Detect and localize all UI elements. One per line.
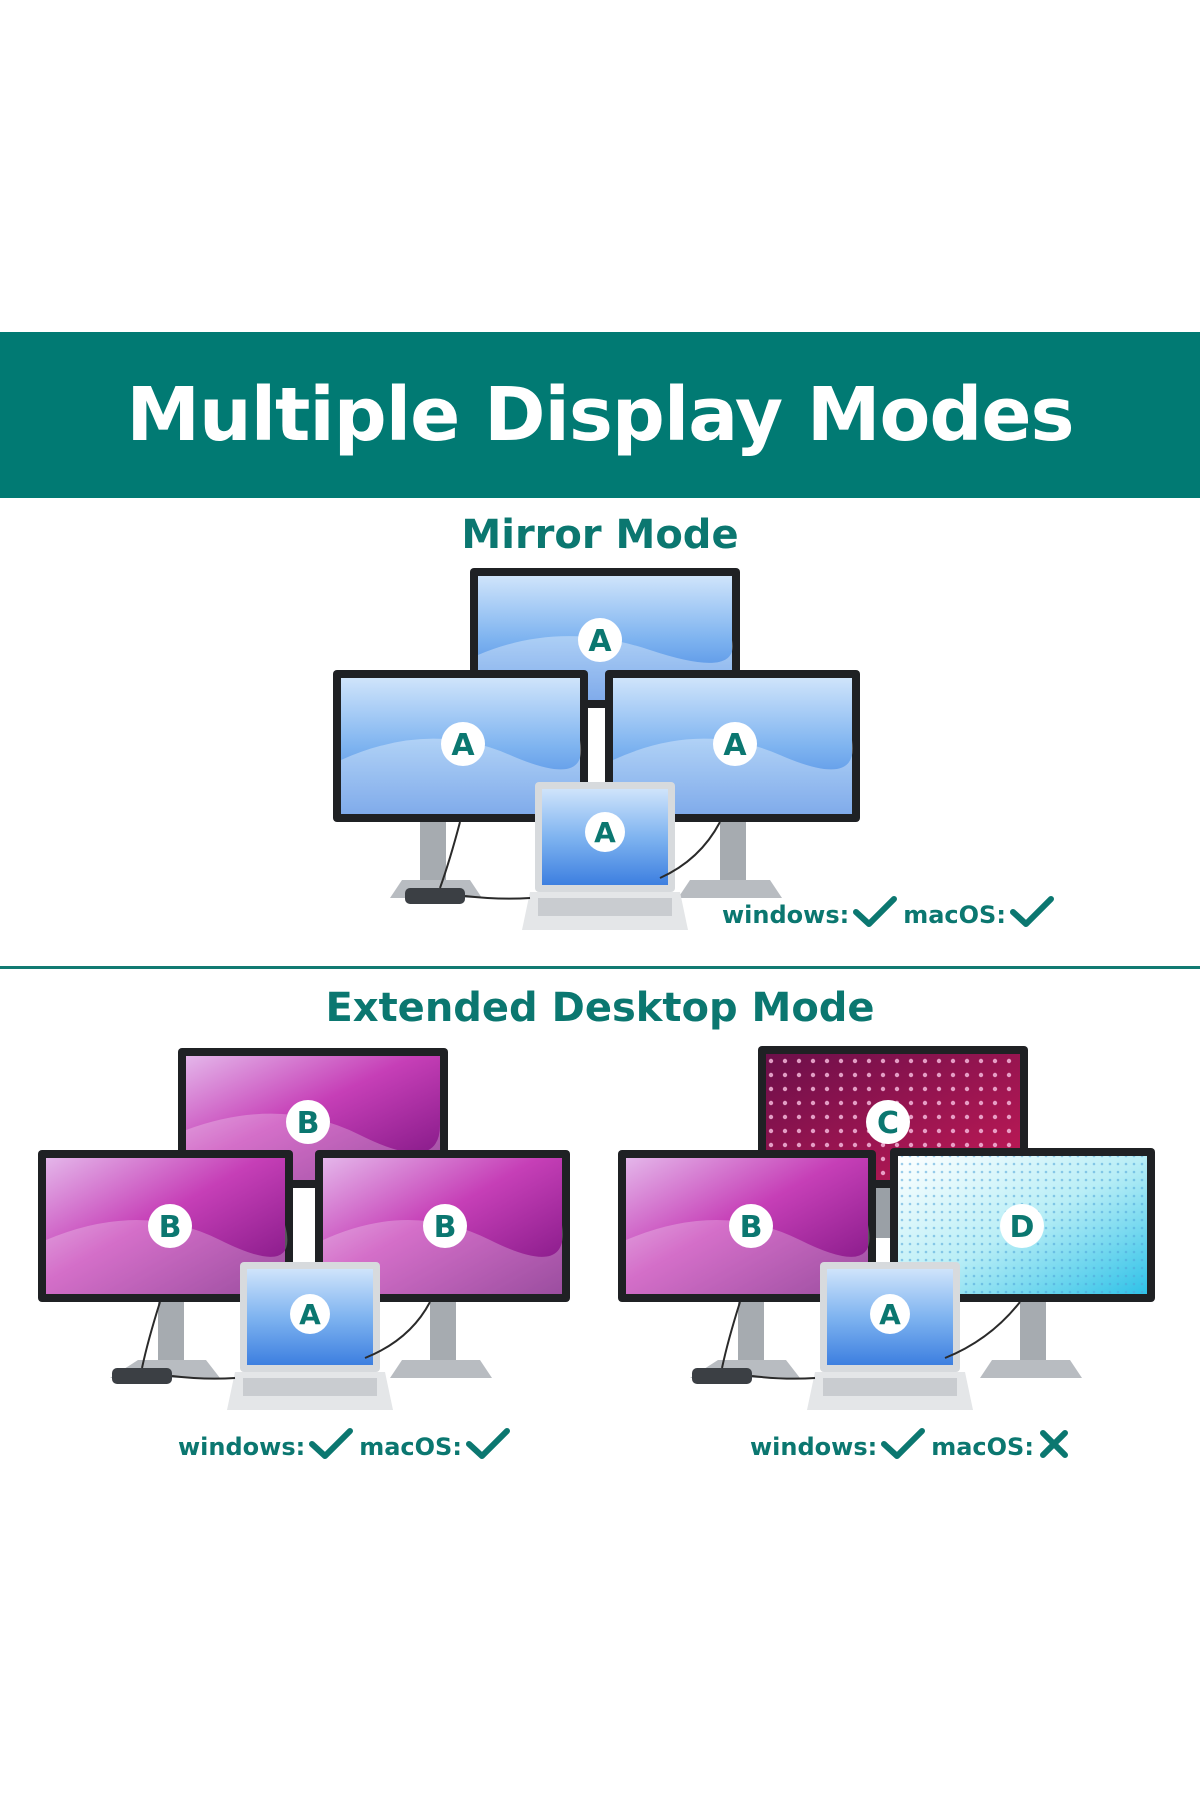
screen-label-top: C [877,1106,899,1141]
checkmark-icon [309,1428,354,1466]
usb-dock-icon [405,821,721,904]
checkmark-icon [881,1428,926,1466]
mirror-mode-title: Mirror Mode [461,512,739,558]
laptop: A [227,1262,393,1410]
screen-label-right: D [1010,1210,1035,1245]
screen-label-laptop: A [594,816,616,849]
screen-label-left: B [159,1210,182,1245]
screen-label-laptop: A [879,1298,901,1331]
screen-label-top: B [297,1106,320,1141]
laptop: A [807,1262,973,1410]
screen-label-right: B [434,1210,457,1245]
checkmark-icon [1009,896,1054,934]
monitor-left: B [618,1150,876,1378]
page-title: Multiple Display Modes [126,372,1074,458]
checkmark-icon [465,1428,510,1466]
usb-dock-icon [112,1301,431,1384]
extended-right-illustration: C B D A [618,1046,1155,1410]
extended-mode-title: Extended Desktop Mode [325,985,875,1031]
laptop: A [522,782,688,930]
windows-label: windows: [722,901,850,929]
mirror-mode-illustration: A A A A [333,568,860,930]
screen-label-left: A [451,728,475,763]
screen-label-right: A [723,728,747,763]
section-divider [0,966,1200,969]
checkmark-icon [853,896,898,934]
extended-left-illustration: B B B A [38,1048,570,1410]
title-banner: Multiple Display Modes [0,332,1200,498]
windows-label: windows: [178,1433,306,1461]
extended-left-compatibility: windows: macOS: [178,1428,516,1466]
screen-label-left: B [740,1210,763,1245]
screen-label-laptop: A [299,1298,321,1331]
cross-icon [1038,1428,1070,1466]
macos-label: macOS: [931,1433,1034,1461]
screen-label-top: A [588,624,612,659]
mirror-compatibility: windows: macOS: [722,896,1060,934]
macos-label: macOS: [903,901,1006,929]
usb-dock-icon [692,1301,1021,1384]
windows-label: windows: [750,1433,878,1461]
extended-right-compatibility: windows: macOS: [750,1428,1076,1466]
macos-label: macOS: [359,1433,462,1461]
